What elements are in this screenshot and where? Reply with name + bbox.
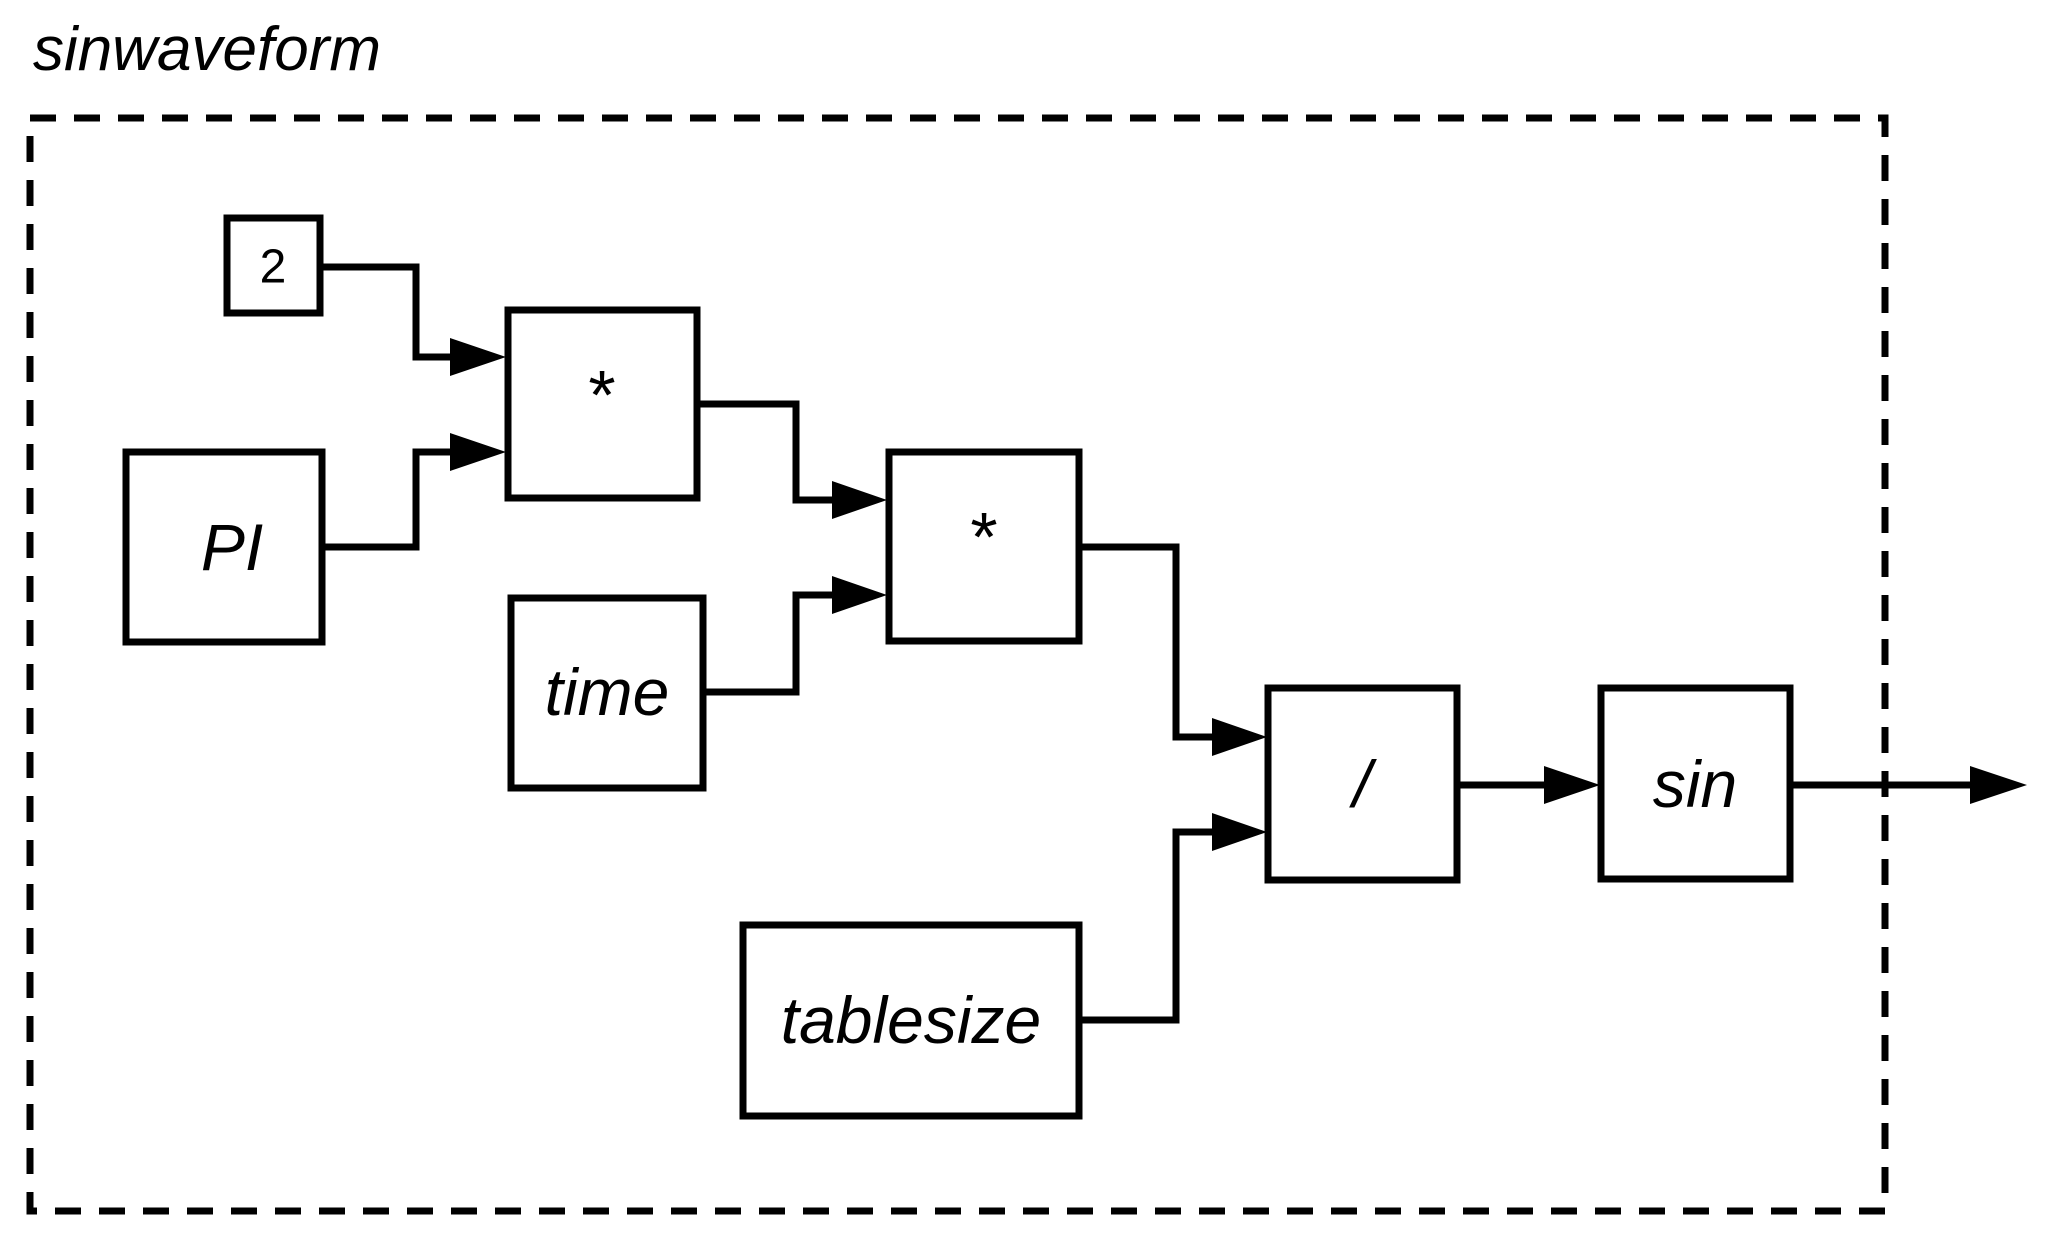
connections: [320, 263, 2027, 1024]
node-pi-box: [122, 448, 326, 646]
node-sin: sin: [1597, 684, 1794, 883]
arrowhead-multiply-1-upper: [450, 338, 506, 376]
wire-multiply-2-to-divide: [1079, 543, 1220, 741]
node-tablesize: tablesize: [739, 921, 1083, 1120]
node-time-label: time: [545, 655, 670, 729]
arrowhead-multiply-1-lower: [450, 433, 506, 471]
subsystem-frame: [26, 114, 1889, 1215]
arrowhead-multiply-2-lower: [832, 576, 887, 614]
node-divide: /: [1264, 684, 1461, 884]
arrowhead-sin-input: [1544, 766, 1600, 804]
node-multiply-1-label: *: [588, 356, 615, 434]
node-tablesize-box: [739, 921, 1083, 1120]
node-divide-box: [1264, 684, 1461, 884]
arrowhead-output: [1970, 766, 2027, 804]
node-multiply-2-label: *: [970, 498, 997, 576]
node-pi: PI: [122, 448, 326, 646]
wire-time-to-multiply-2: [703, 591, 840, 696]
arrowhead-divide-upper: [1212, 718, 1267, 756]
arrowhead-divide-lower: [1212, 813, 1267, 851]
wire-const-two-to-multiply-1: [320, 263, 458, 361]
wire-pi-to-multiply-1: [322, 448, 458, 551]
node-sin-box: [1597, 684, 1794, 883]
node-time: time: [507, 594, 707, 792]
wire-multiply-1-to-multiply-2: [697, 400, 840, 504]
wire-tablesize-to-divide: [1079, 828, 1220, 1024]
node-const-two-label: 2: [260, 241, 287, 294]
node-multiply-1-box: [504, 306, 701, 502]
node-pi-label: PI: [201, 510, 263, 584]
node-sin-label: sin: [1653, 747, 1737, 821]
node-time-box: [507, 594, 707, 792]
diagram-title: sinwaveform: [33, 15, 381, 84]
node-multiply-2: *: [885, 448, 1083, 645]
node-tablesize-label: tablesize: [781, 983, 1042, 1057]
node-const-two: 2: [223, 214, 324, 317]
node-multiply-1: *: [504, 306, 701, 502]
arrowhead-multiply-2-upper: [832, 481, 887, 519]
node-const-two-box: [223, 214, 324, 317]
node-multiply-2-box: [885, 448, 1083, 645]
